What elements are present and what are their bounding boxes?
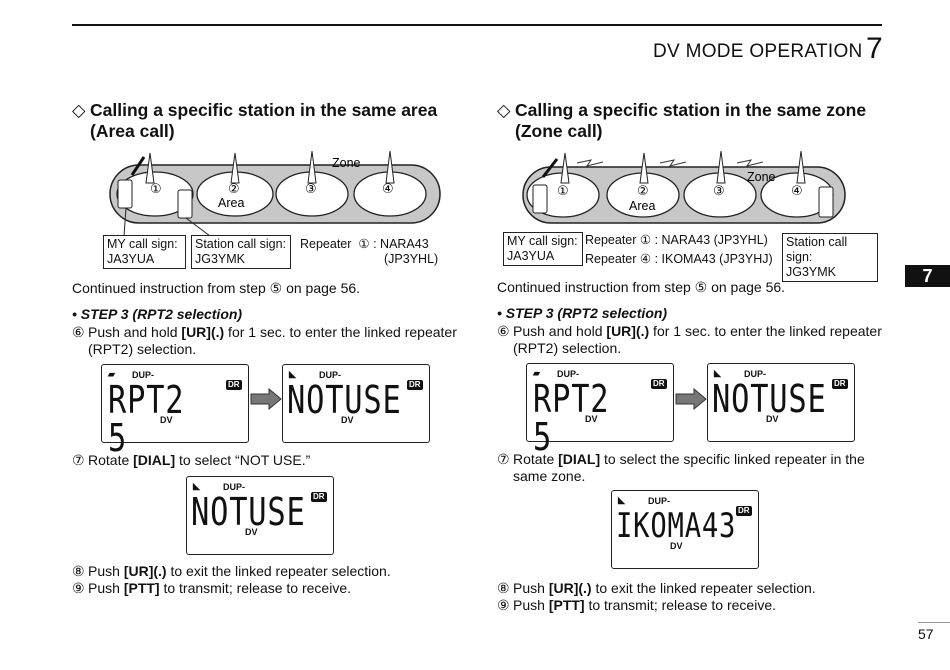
repeater-tower-icons <box>145 150 395 184</box>
right-continued-text: Continued instruction from step ⑤ on pag… <box>497 279 786 295</box>
chapter-tab: 7 <box>905 265 950 287</box>
diamond-icon: ◇ <box>72 100 86 120</box>
lcd-display-notuse-2: ◣ DUP- NOTUSE DR DV <box>186 476 334 555</box>
area-circle-1 <box>116 171 194 217</box>
svg-text:Area: Area <box>629 199 655 213</box>
diamond-icon: ◇ <box>497 100 511 120</box>
circle-number-2: ② <box>228 182 240 197</box>
repeater-1-label: Repeater ① : NARA43 (JP3YHL) <box>585 233 768 247</box>
svg-text:④: ④ <box>791 184 803 199</box>
circle-number-4: ④ <box>382 182 394 197</box>
lcd-display-ikoma: ◣ DUP- IKOMA43 DR DV <box>611 490 759 569</box>
arrow-right-icon <box>250 388 282 410</box>
area-call-diagram: ① ② ③ ④ Zone Area <box>109 150 441 237</box>
chapter-number: 7 <box>866 32 883 65</box>
circle-number-3: ③ <box>305 182 317 197</box>
transmit-arrow-icon <box>130 156 146 176</box>
left-continued-text: Continued instruction from step ⑤ on pag… <box>72 280 361 296</box>
repeater-label: Repeater ① : NARA43 <box>300 237 429 251</box>
handheld-radio-icons <box>117 179 193 219</box>
lcd-display-notuse: ◣ DUP- NOTUSE DR DV <box>282 364 430 443</box>
my-call-sign-box: MY call sign: JA3YUA <box>103 235 186 269</box>
page-number: 57 <box>918 626 934 642</box>
svg-text:Zone: Zone <box>747 170 776 184</box>
header-rule <box>72 24 882 26</box>
footer-rule <box>918 622 950 623</box>
handheld-radio-icon <box>532 184 548 214</box>
transmit-arrow-icon <box>541 158 559 178</box>
signal-icon: ◣ <box>618 495 625 505</box>
zone-label: Zone <box>332 156 361 170</box>
right-step-title: • STEP 3 (RPT2 selection) <box>497 305 668 321</box>
repeater-value: (JP3YHL) <box>384 252 439 266</box>
repeater-4-label: Repeater ④ : IKOMA43 (JP3YHJ) <box>585 252 773 266</box>
station-call-sign-box: Station call sign: JG3YMK <box>191 235 291 269</box>
signal-icon: ◣ <box>193 481 200 491</box>
battery-icon: ▰ <box>108 369 115 379</box>
lcd-display-rpt2: ▰ DUP- RPT2 5 DR DV <box>101 364 249 457</box>
battery-icon: ▰ <box>533 368 540 378</box>
lcd-display-notuse: ◣ DUP- NOTUSE DR DV <box>707 363 855 442</box>
right-heading: ◇Calling a specific station in the same … <box>497 100 867 141</box>
signal-icon: ◣ <box>714 368 721 378</box>
section-title: DV MODE OPERATION <box>653 41 863 62</box>
signal-icon: ◣ <box>289 369 296 379</box>
circle-number-1: ① <box>150 182 162 197</box>
zone-call-diagram: ① ② ③ ④ Zone Area <box>522 150 846 224</box>
left-step-title: • STEP 3 (RPT2 selection) <box>72 306 243 322</box>
left-heading: ◇Calling a specific station in the same … <box>72 100 438 141</box>
svg-text:③: ③ <box>713 184 725 199</box>
handheld-radio-icon <box>818 186 834 218</box>
my-call-sign-box: MY call sign: JA3YUA <box>503 232 583 266</box>
repeater-tower-icons <box>560 150 806 184</box>
arrow-right-icon <box>675 388 707 410</box>
link-zigzag-icon <box>576 159 604 167</box>
station-call-sign-box: Station call sign: JG3YMK <box>782 233 878 282</box>
svg-text:②: ② <box>637 184 649 199</box>
lcd-display-rpt2: ▰ DUP- RPT2 5 DR DV <box>526 363 674 456</box>
area-label: Area <box>218 196 244 210</box>
svg-text:①: ① <box>557 184 569 199</box>
